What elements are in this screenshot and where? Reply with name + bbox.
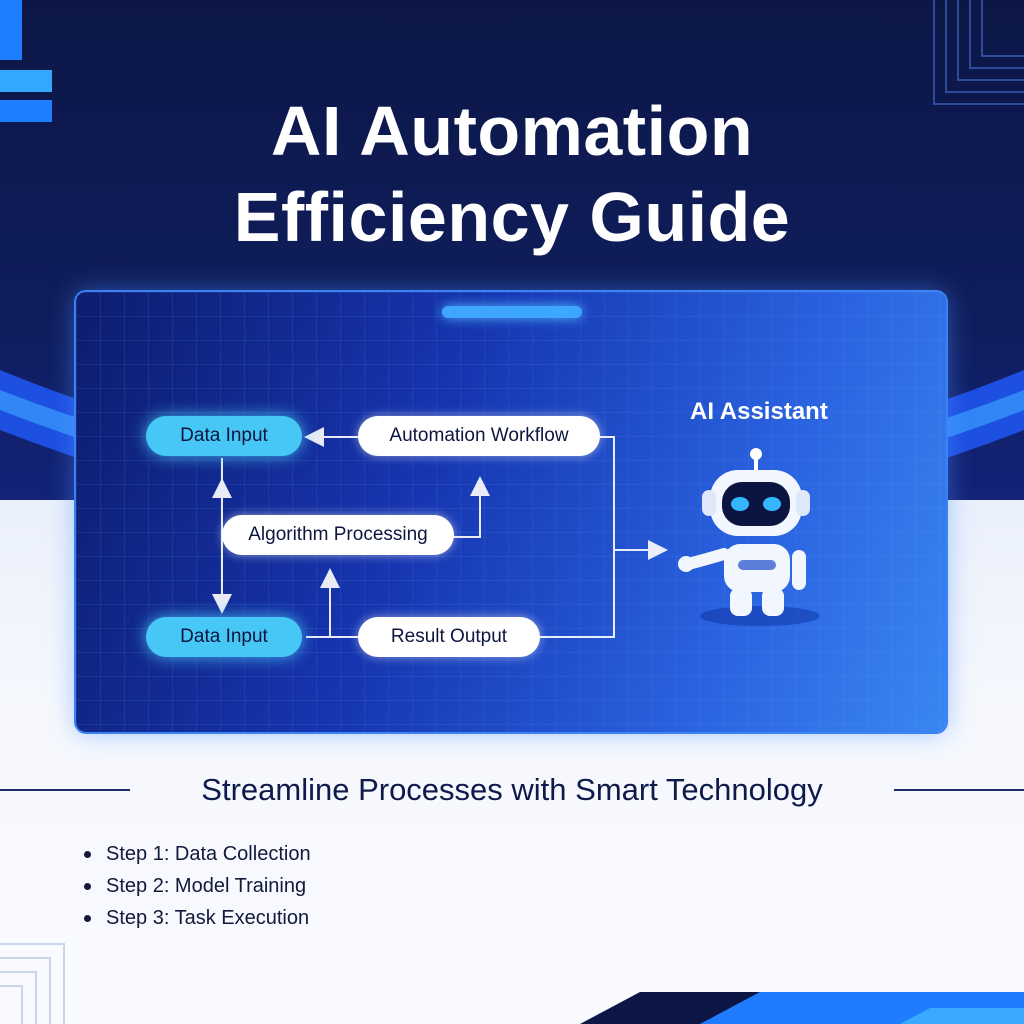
subtitle-row: Streamline Processes with Smart Technolo… [0,768,1024,812]
node-result-output: Result Output [358,617,540,657]
list-item: Step 2: Model Training [84,870,311,902]
top-left-accent-bars [0,0,52,122]
subtitle-rule-right [894,789,1024,791]
steps-list: Step 1: Data Collection Step 2: Model Tr… [84,838,311,934]
node-automation-workflow: Automation Workflow [358,416,600,456]
page-title: AI Automation Efficiency Guide [0,88,1024,260]
node-algorithm-processing: Algorithm Processing [222,515,454,555]
bullet-icon [84,915,91,922]
ai-assistant-label: AI Assistant [690,398,828,425]
title-line-2: Efficiency Guide [233,178,791,256]
step-text: Step 1: Data Collection [106,843,311,865]
subtitle: Streamline Processes with Smart Technolo… [201,772,823,807]
bullet-icon [84,851,91,858]
step-text: Step 2: Model Training [106,875,307,897]
title-line-1: AI Automation [270,92,754,170]
subtitle-rule-left [0,789,130,791]
bullet-icon [84,883,91,890]
node-data-input-top: Data Input [146,416,302,456]
step-text: Step 3: Task Execution [106,907,310,929]
list-item: Step 1: Data Collection [84,838,311,870]
panel-top-tab [442,306,582,318]
list-item: Step 3: Task Execution [84,902,311,934]
robot-icon [678,448,820,626]
node-data-input-bottom: Data Input [146,617,302,657]
bottom-decoration [0,943,1024,1024]
top-right-line-pattern [933,0,1024,105]
